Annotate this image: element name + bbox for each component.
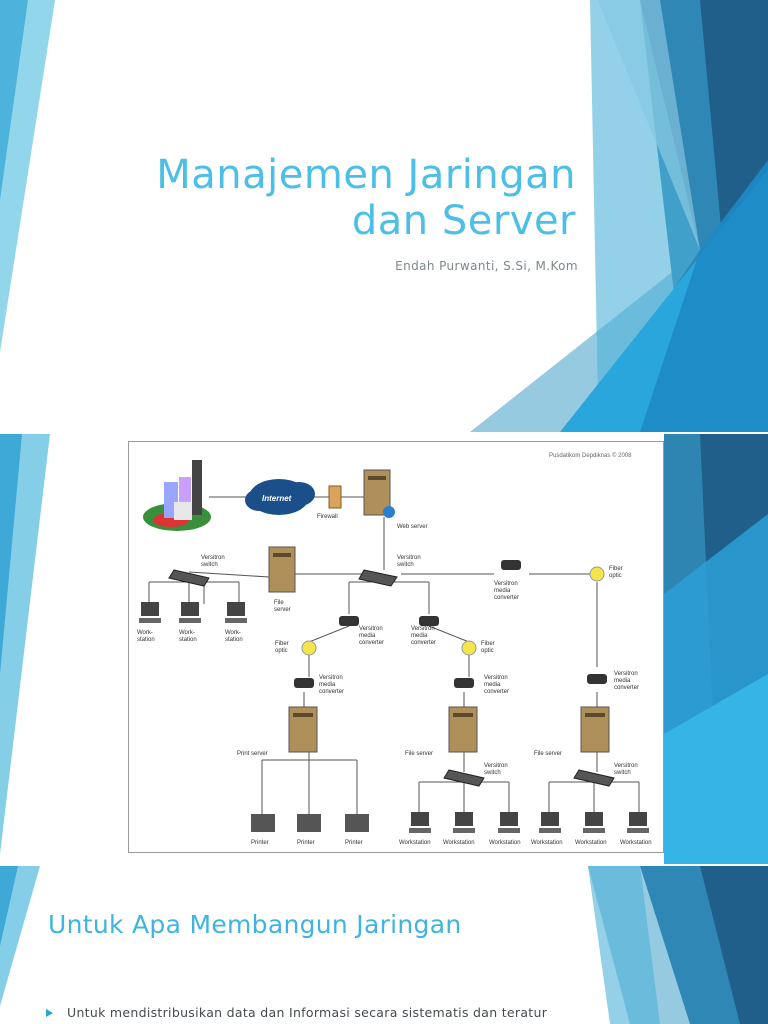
firewall-icon: Firewall: [317, 485, 342, 520]
ws-label-2b: station: [179, 637, 197, 643]
bottom-switches: Versitron switch Versitron switch: [443, 763, 638, 787]
author-subtitle: Endah Purwanti, S.Si, M.Kom: [395, 259, 578, 273]
mc1-label-3: converter: [359, 640, 384, 646]
ws-label-3a: Work-: [225, 630, 241, 636]
printer-label-2: Printer: [297, 840, 315, 846]
file-server-mid-label: File server: [405, 751, 433, 757]
print-server-icon: Print server: [237, 706, 318, 757]
slide-title-heading: Manajemen Jaringan dan Server: [156, 152, 576, 244]
bws-label-5: Workstation: [575, 840, 607, 846]
mc3-label-3: converter: [494, 595, 519, 601]
file-server-right-label: File server: [534, 751, 562, 757]
fiber1-label-2: optic: [275, 648, 288, 654]
bws-label-3: Workstation: [489, 840, 521, 846]
mc5-label-2: media: [484, 682, 501, 688]
ws-label-1b: station: [137, 637, 155, 643]
mc6-label-3: converter: [614, 685, 639, 691]
firewall-label: Firewall: [317, 514, 338, 520]
mc2-label-2: media: [411, 633, 428, 639]
web-server-icon: Web server: [363, 469, 428, 530]
left-file-server-icon: File server: [268, 546, 296, 613]
mc4-label-3: converter: [319, 689, 344, 695]
switch-b1-label-2: switch: [484, 770, 501, 776]
web-server-label: Web server: [397, 524, 428, 530]
mc5-label-1: Versitron: [484, 675, 508, 681]
switch-b1-label-1: Versitron: [484, 763, 508, 769]
network-diagram: Pusdatikom Depdiknas © 2008: [128, 441, 664, 853]
mc4-label-1: Versitron: [319, 675, 343, 681]
bottom-workstations: Workstation Workstation Workstation Work…: [399, 812, 652, 846]
fiber2-label-2: optic: [481, 648, 494, 654]
left-switch-icon: Versitron switch: [168, 555, 225, 587]
network-diagram-svg: Pusdatikom Depdiknas © 2008: [137, 452, 652, 846]
bws-label-4: Workstation: [531, 840, 563, 846]
slide-diagram[interactable]: Pusdatikom Depdiknas © 2008: [0, 434, 768, 864]
slide-decoration: [0, 866, 768, 1024]
mc2-label-1: Versitron: [411, 626, 435, 632]
diagram-credit: Pusdatikom Depdiknas © 2008: [549, 452, 632, 459]
mc6-label-2: media: [614, 678, 631, 684]
mc3-label-1: Versitron: [494, 581, 518, 587]
switch-b2-label-2: switch: [614, 770, 631, 776]
bullet-item: Untuk mendistribusikan data dan Informas…: [46, 1005, 547, 1020]
fiber3-label-1: Fiber: [609, 566, 623, 572]
slide-title[interactable]: Manajemen Jaringan dan Server Endah Purw…: [0, 0, 768, 432]
mc6-label-1: Versitron: [614, 671, 638, 677]
printer-label-3: Printer: [345, 840, 363, 846]
switch-left-label-2: switch: [201, 562, 218, 568]
fiber-optic-icons: Fiber optic Fiber optic Fiber optic: [275, 566, 623, 656]
file-server-right-icon: File server: [534, 706, 610, 757]
mc1-label-2: media: [359, 633, 376, 639]
title-line-1: Manajemen Jaringan: [156, 152, 576, 198]
mc5-label-3: converter: [484, 689, 509, 695]
printers: Printer Printer Printer: [251, 814, 369, 846]
fiber3-label-2: optic: [609, 573, 622, 579]
mc1-label-1: Versitron: [359, 626, 383, 632]
ws-label-1a: Work-: [137, 630, 153, 636]
file-server-left-label-2: server: [274, 607, 291, 613]
media-converter-row1: Versitron media converter Versitron medi…: [339, 560, 521, 646]
title-line-2: dan Server: [351, 198, 576, 244]
slide-content[interactable]: Untuk Apa Membangun Jaringan Untuk mendi…: [0, 866, 768, 1024]
mc2-label-3: converter: [411, 640, 436, 646]
file-server-left-label-1: File: [274, 600, 284, 606]
file-server-mid-icon: File server: [405, 706, 478, 757]
connection-lines: [148, 496, 640, 814]
slide-decoration: [0, 434, 768, 864]
ws-label-3b: station: [225, 637, 243, 643]
left-workstations: Work- station Work- station Work- statio…: [137, 602, 247, 643]
switch-main-label-2: switch: [397, 562, 414, 568]
slide-heading: Untuk Apa Membangun Jaringan: [48, 910, 462, 939]
fiber1-label-1: Fiber: [275, 641, 289, 647]
main-switch-icon: Versitron switch: [358, 555, 421, 587]
fiber2-label-1: Fiber: [481, 641, 495, 647]
ws-label-2a: Work-: [179, 630, 195, 636]
internet-cloud-icon: Internet: [245, 479, 315, 515]
bws-label-6: Workstation: [620, 840, 652, 846]
bullet-text: Untuk mendistribusikan data dan Informas…: [67, 1005, 548, 1020]
bullet-arrow-icon: [46, 1008, 53, 1017]
building-icon: [143, 460, 211, 531]
media-converter-row2: Versitron media converter Versitron medi…: [294, 671, 639, 695]
print-server-label: Print server: [237, 751, 268, 757]
switch-left-label-1: Versitron: [201, 555, 225, 561]
bws-label-2: Workstation: [443, 840, 475, 846]
mc4-label-2: media: [319, 682, 336, 688]
switch-b2-label-1: Versitron: [614, 763, 638, 769]
bws-label-1: Workstation: [399, 840, 431, 846]
switch-main-label-1: Versitron: [397, 555, 421, 561]
mc3-label-2: media: [494, 588, 511, 594]
slide-decoration: [0, 0, 768, 432]
printer-label-1: Printer: [251, 840, 269, 846]
cloud-label: Internet: [262, 494, 292, 503]
